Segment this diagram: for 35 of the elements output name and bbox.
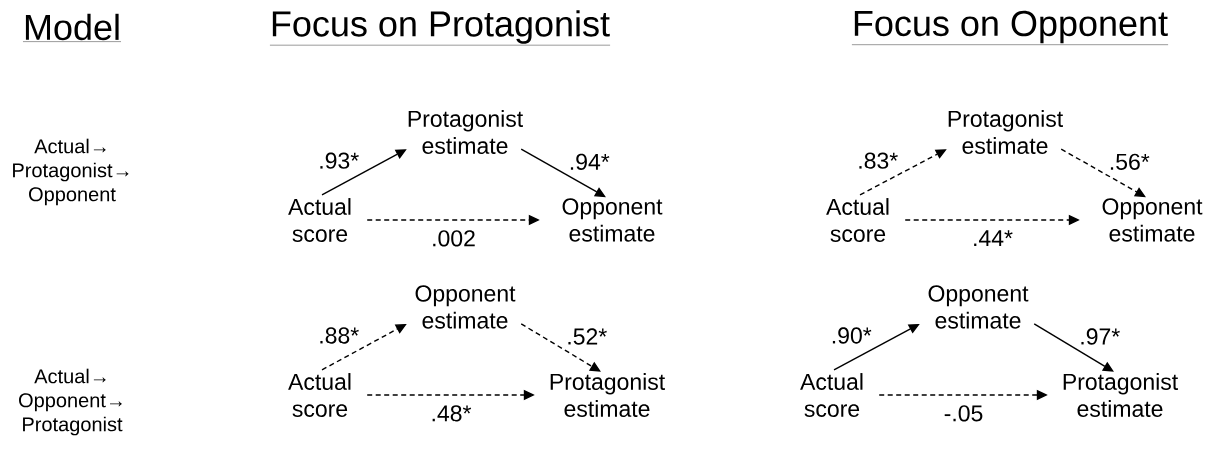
arrow (1033, 323, 1114, 372)
variable-label: Opponent estimate (928, 285, 1029, 329)
arrow (520, 323, 601, 372)
heading: Model (22, 13, 122, 42)
variable-label: Protagonist estimate (408, 110, 523, 154)
variable-label: Protagonist estimate (1063, 373, 1178, 417)
variable-label: Opponent estimate (415, 285, 516, 329)
variable-label: Opponent estimate (562, 198, 663, 242)
variable-label: Actual score (288, 373, 351, 417)
arrow (520, 148, 606, 198)
heading: Focus on Protagonist (269, 10, 611, 46)
path-coefficient: .93* (320, 152, 359, 169)
path-coefficient: .90* (832, 327, 872, 344)
variable-label: Opponent estimate (1102, 198, 1203, 242)
arrow (859, 149, 947, 196)
path-coefficient: .88* (320, 327, 359, 344)
path-coefficient: .52* (568, 328, 607, 345)
path-coefficient: .002 (433, 230, 475, 247)
path-coefficient: .44* (974, 230, 1013, 247)
arrow (1060, 148, 1146, 198)
model-label: Actual→ Opponent→ Protagonist (19, 368, 123, 436)
heading: Focus on Opponent (851, 10, 1169, 45)
variable-label: Actual score (288, 198, 351, 242)
path-coefficient: .48* (432, 405, 472, 422)
path-coefficient: .83* (859, 152, 898, 169)
variable-label: Protagonist estimate (550, 373, 665, 417)
path-coefficient: -.05 (944, 405, 983, 422)
model-label: Actual→ Protagonist→ Opponent (13, 138, 129, 206)
variable-label: Actual score (826, 198, 889, 242)
path-coefficient: .97* (1081, 328, 1120, 345)
variable-label: Protagonist estimate (948, 110, 1063, 154)
path-coefficient: .94* (570, 153, 610, 170)
arrow (833, 323, 920, 371)
path-coefficient: .56* (1110, 153, 1150, 170)
variable-label: Actual score (800, 373, 863, 417)
